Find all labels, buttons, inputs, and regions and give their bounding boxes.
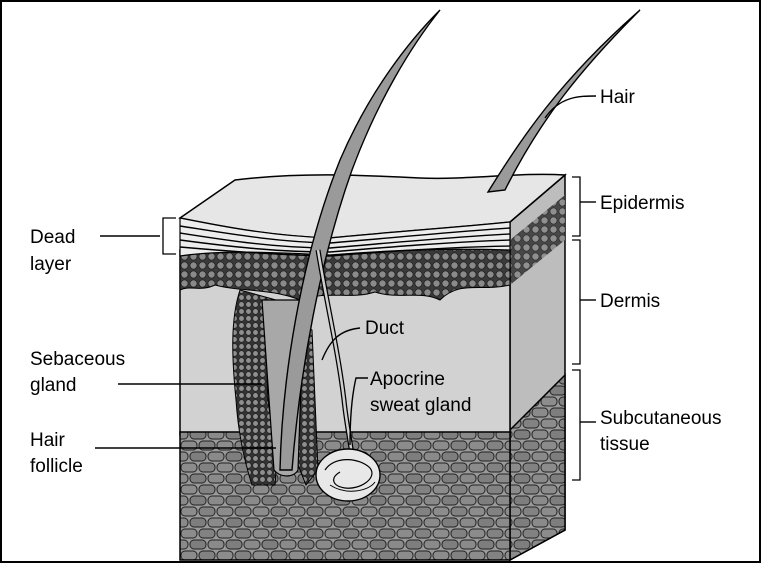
label-subcutaneous-line2: tissue xyxy=(600,434,650,455)
label-follicle-line2: follicle xyxy=(30,456,83,477)
label-dermis: Dermis xyxy=(600,291,660,312)
label-dead-layer-line1: Dead xyxy=(30,227,75,248)
label-dead-layer-line2: layer xyxy=(30,254,72,275)
block-side-face xyxy=(510,175,565,560)
label-hair: Hair xyxy=(600,87,636,108)
label-duct: Duct xyxy=(365,318,405,339)
label-sebaceous-line1: Sebaceous xyxy=(30,349,125,370)
apocrine-gland-coil xyxy=(316,449,380,501)
label-follicle-line1: Hair xyxy=(30,430,66,451)
label-apocrine-line2: sweat gland xyxy=(370,395,471,416)
label-subcutaneous-line1: Subcutaneous xyxy=(600,408,722,429)
label-apocrine-line1: Apocrine xyxy=(370,369,445,390)
label-epidermis: Epidermis xyxy=(600,193,684,214)
label-sebaceous-line2: gland xyxy=(30,375,77,396)
